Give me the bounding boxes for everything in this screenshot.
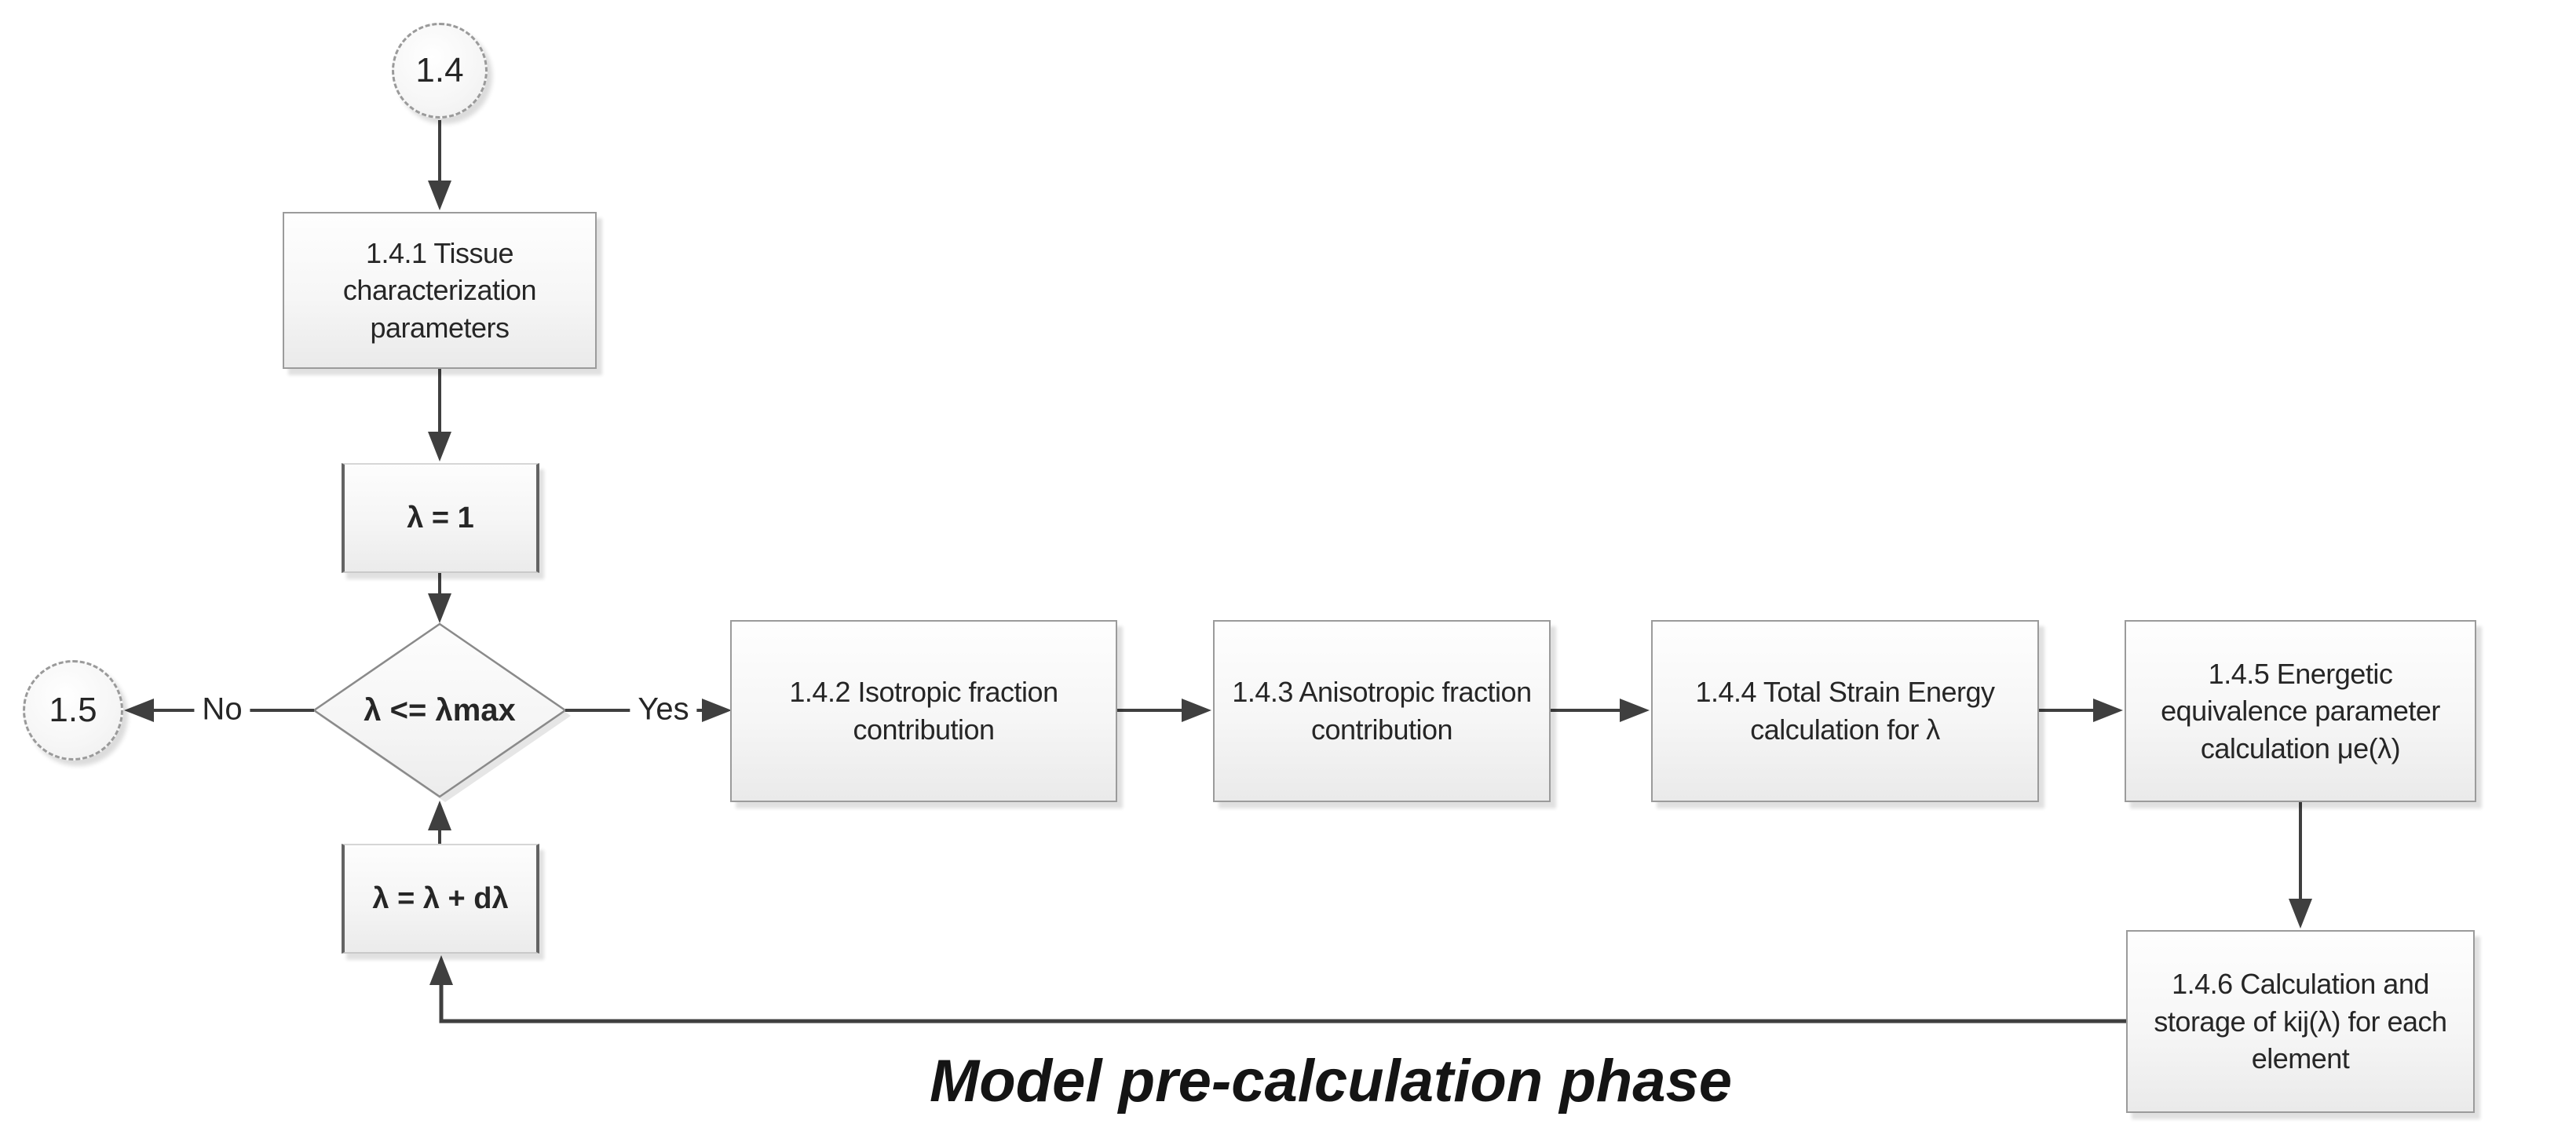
process-1-4-6-label: 1.4.6 Calculation and storage of kij(λ) … bbox=[2154, 968, 2447, 1075]
arrowhead-icon bbox=[124, 699, 154, 722]
process-lambda-increment-label: λ = λ + dλ bbox=[372, 881, 509, 915]
start-connector-label: 1.4 bbox=[415, 51, 464, 89]
process-lambda-init-label: λ = 1 bbox=[407, 501, 474, 535]
process-1-4-4-strain-energy: 1.4.4 Total Strain Energy calculation fo… bbox=[1651, 620, 2039, 802]
process-1-4-4-label: 1.4.4 Total Strain Energy calculation fo… bbox=[1695, 676, 1995, 746]
arrowhead-icon bbox=[702, 699, 732, 722]
process-lambda-init: λ = 1 bbox=[342, 463, 539, 573]
arrowhead-icon bbox=[1182, 699, 1211, 722]
exit-connector-label: 1.5 bbox=[49, 691, 97, 729]
arrowhead-icon bbox=[2093, 699, 2123, 722]
arrowhead-icon bbox=[1620, 699, 1650, 722]
arrowhead-icon bbox=[428, 432, 451, 462]
edge-1-4-2-to-1-4-3 bbox=[1117, 699, 1211, 722]
branch-label-no: No bbox=[194, 690, 250, 729]
arrowhead-icon bbox=[428, 181, 451, 210]
process-1-4-1-tissue-params: 1.4.1 Tissue characterization parameters bbox=[283, 212, 597, 369]
edge-start-to-1-4-1 bbox=[428, 120, 451, 210]
process-1-4-6-kij-storage: 1.4.6 Calculation and storage of kij(λ) … bbox=[2126, 930, 2475, 1113]
edge-1-4-6-to-lambda-increment bbox=[429, 955, 2126, 1023]
exit-connector-node: 1.5 bbox=[23, 660, 123, 761]
arrowhead-icon bbox=[2289, 899, 2312, 929]
arrowhead-icon bbox=[428, 801, 451, 830]
decision-lambda-check-label: λ <= λmax bbox=[364, 692, 516, 728]
edge-1-4-4-to-1-4-5 bbox=[2039, 699, 2123, 722]
edge-lambda-increment-to-decision bbox=[428, 801, 451, 844]
branch-label-yes: Yes bbox=[630, 690, 697, 729]
edge-1-4-1-to-lambda-init bbox=[428, 369, 451, 462]
arrowhead-icon bbox=[429, 955, 453, 985]
process-1-4-3-anisotropic: 1.4.3 Anisotropic fraction contribution bbox=[1213, 620, 1551, 802]
start-connector-node: 1.4 bbox=[392, 23, 488, 119]
process-1-4-2-label: 1.4.2 Isotropic fraction contribution bbox=[789, 676, 1058, 746]
diagram-caption: Model pre-calculation phase bbox=[930, 1048, 1732, 1115]
edge-lambda-init-to-decision bbox=[428, 573, 451, 623]
edge-1-4-3-to-1-4-4 bbox=[1551, 699, 1650, 722]
process-1-4-2-isotropic: 1.4.2 Isotropic fraction contribution bbox=[730, 620, 1117, 802]
process-1-4-3-label: 1.4.3 Anisotropic fraction contribution bbox=[1232, 676, 1532, 746]
arrowhead-icon bbox=[428, 593, 451, 623]
process-lambda-increment: λ = λ + dλ bbox=[342, 844, 539, 954]
process-1-4-5-label: 1.4.5 Energetic equivalence parameter ca… bbox=[2161, 657, 2440, 764]
process-1-4-1-label: 1.4.1 Tissue characterization parameters bbox=[342, 236, 537, 344]
process-1-4-5-energetic-equivalence: 1.4.5 Energetic equivalence parameter ca… bbox=[2125, 620, 2476, 802]
edge-1-4-5-to-1-4-6 bbox=[2289, 802, 2312, 929]
decision-diamond bbox=[312, 622, 568, 798]
